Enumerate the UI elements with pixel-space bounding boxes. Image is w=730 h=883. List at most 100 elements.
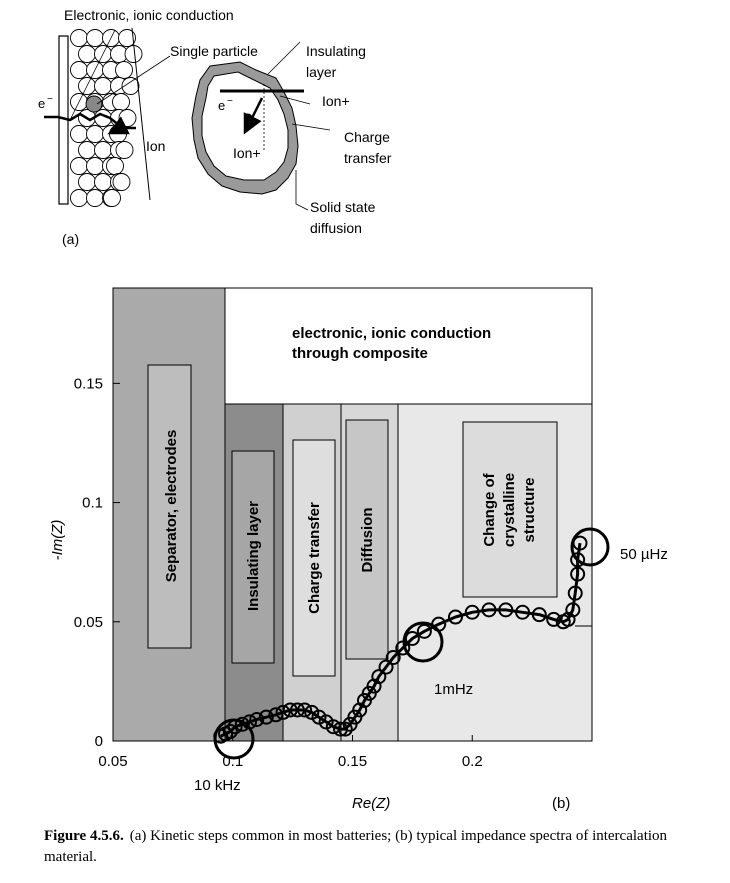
freq-label-10khz: 10 kHz	[194, 777, 241, 794]
panel-b-label: (b)	[552, 795, 570, 812]
freq-label-50uhz: 50 µHz	[620, 546, 668, 563]
diffusion-arrow	[243, 97, 264, 135]
composite-particle	[70, 157, 88, 175]
y-tick-label: 0.05	[74, 614, 103, 631]
charge-transfer-label-2: transfer	[344, 150, 392, 166]
particle-leader	[96, 55, 171, 105]
charge-transfer-label-1: Charge	[344, 129, 390, 145]
data-point	[546, 611, 562, 627]
caption-number: Figure 4.5.6.	[44, 828, 124, 844]
composite-particle	[124, 45, 143, 63]
insulating-label-1: Insulating	[306, 43, 366, 59]
diffusion-leader	[295, 170, 309, 211]
composite-particle	[70, 61, 88, 79]
marker-10khz	[213, 718, 255, 760]
composite-particle	[70, 29, 88, 47]
insulating-label-2: layer	[306, 64, 337, 80]
solid-state-label-1: Solid state	[310, 199, 376, 215]
impedance-spectrum	[213, 535, 588, 744]
charge-region-label: Charge transfer	[306, 502, 323, 614]
composite-particle	[118, 29, 136, 47]
composite-particle	[78, 45, 96, 63]
charge-label-box	[292, 439, 336, 677]
composite-particle	[121, 77, 140, 95]
composite-particle	[94, 173, 112, 191]
composite-particle	[86, 125, 104, 143]
separator-label-box	[147, 364, 192, 649]
composite-particle	[70, 189, 88, 207]
data-point	[567, 585, 583, 601]
insulating-region-label: Insulating layer	[245, 501, 262, 611]
ion-leader	[279, 95, 311, 105]
ion-inside-label: Ion+	[233, 145, 261, 161]
data-point	[378, 659, 394, 675]
x-tick-label: 0.05	[98, 753, 127, 770]
y-tick-label: 0.15	[74, 375, 103, 392]
electron-label-left: e	[38, 96, 45, 111]
electron-superscript-particle: −	[227, 96, 233, 107]
insulating-leader	[267, 41, 301, 75]
composite-particle	[103, 189, 121, 207]
composite-particle	[94, 141, 112, 159]
data-point	[371, 669, 387, 685]
y-tick-label: 0	[95, 733, 103, 750]
y-ticks: 0 0.05 0.1 0.15	[74, 375, 120, 750]
data-point	[249, 712, 265, 728]
y-axis-label: -Im(Z)	[49, 520, 66, 561]
caption-text: (a) Kinetic steps common in most batteri…	[44, 828, 668, 865]
composite-particle	[94, 77, 112, 95]
data-point	[297, 702, 313, 718]
composite-particle	[115, 61, 133, 79]
data-point	[481, 602, 497, 618]
data-point	[282, 702, 298, 718]
composite-particle	[78, 173, 96, 191]
diffusion-symbol: D	[243, 110, 253, 126]
data-point	[498, 602, 514, 618]
data-point	[258, 709, 274, 725]
composite-particle	[106, 157, 124, 175]
diffusion-region-label: Diffusion	[359, 508, 376, 573]
data-point	[222, 723, 238, 739]
region-composite	[224, 287, 593, 405]
solid-state-label-2: diffusion	[310, 220, 362, 236]
title-leader	[69, 29, 116, 121]
insulating-label-box	[231, 450, 275, 664]
marker-1mhz	[402, 621, 444, 663]
composite-label-1: electronic, ionic conduction	[292, 325, 491, 342]
data-point	[337, 721, 353, 737]
composite-particle	[115, 141, 134, 159]
data-point	[464, 604, 480, 620]
marker-50uhz	[570, 527, 610, 567]
highlighted-particle	[85, 95, 103, 113]
x-axis-label: Re(Z)	[352, 795, 390, 812]
data-point	[531, 607, 547, 623]
crystal-label-1: Change of	[481, 472, 498, 546]
electron-superscript-left: −	[47, 94, 53, 105]
data-point	[565, 602, 581, 618]
composite-particle	[78, 141, 96, 159]
ion-label-left: Ion	[146, 138, 165, 154]
y-tick-label: 0.1	[82, 495, 103, 512]
ion-right-label: Ion+	[322, 93, 350, 109]
crystal-label-3: structure	[521, 477, 538, 542]
data-point	[268, 707, 284, 723]
composite-boundary	[131, 27, 151, 201]
composite-particle	[86, 157, 104, 175]
single-particle-label: Single particle	[170, 43, 258, 59]
spectrum-line	[220, 542, 582, 738]
composite-particle	[86, 29, 104, 47]
data-point	[234, 716, 250, 732]
separator-label: Separator, electrodes	[163, 430, 180, 583]
composite-label-2: through composite	[292, 345, 428, 362]
data-point	[275, 704, 291, 720]
composite-particle	[118, 109, 137, 127]
composite-particle	[86, 189, 104, 207]
electronic-conduction-label: Electronic, ionic conduction	[64, 7, 234, 23]
composite-particles	[70, 29, 143, 207]
x-tick-label: 0.15	[338, 753, 367, 770]
composite-particle	[112, 173, 131, 191]
ion-arrow	[107, 116, 136, 135]
diffusion-label-box	[345, 419, 389, 660]
